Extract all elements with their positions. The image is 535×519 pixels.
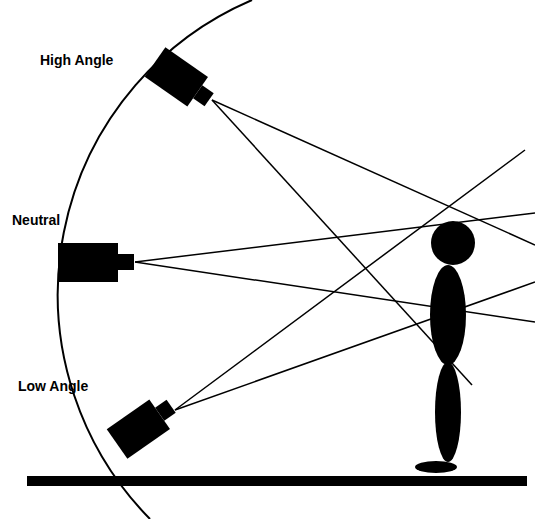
camera-icon xyxy=(145,47,220,114)
angle-label: Neutral xyxy=(12,212,60,229)
person-figure xyxy=(415,221,475,473)
camera-icon xyxy=(58,243,134,282)
sight-lines xyxy=(135,100,535,410)
angle-label: Low Angle xyxy=(18,378,88,395)
ground-bar xyxy=(27,476,527,486)
camera-icon xyxy=(107,391,182,458)
angle-label: High Angle xyxy=(40,52,113,69)
